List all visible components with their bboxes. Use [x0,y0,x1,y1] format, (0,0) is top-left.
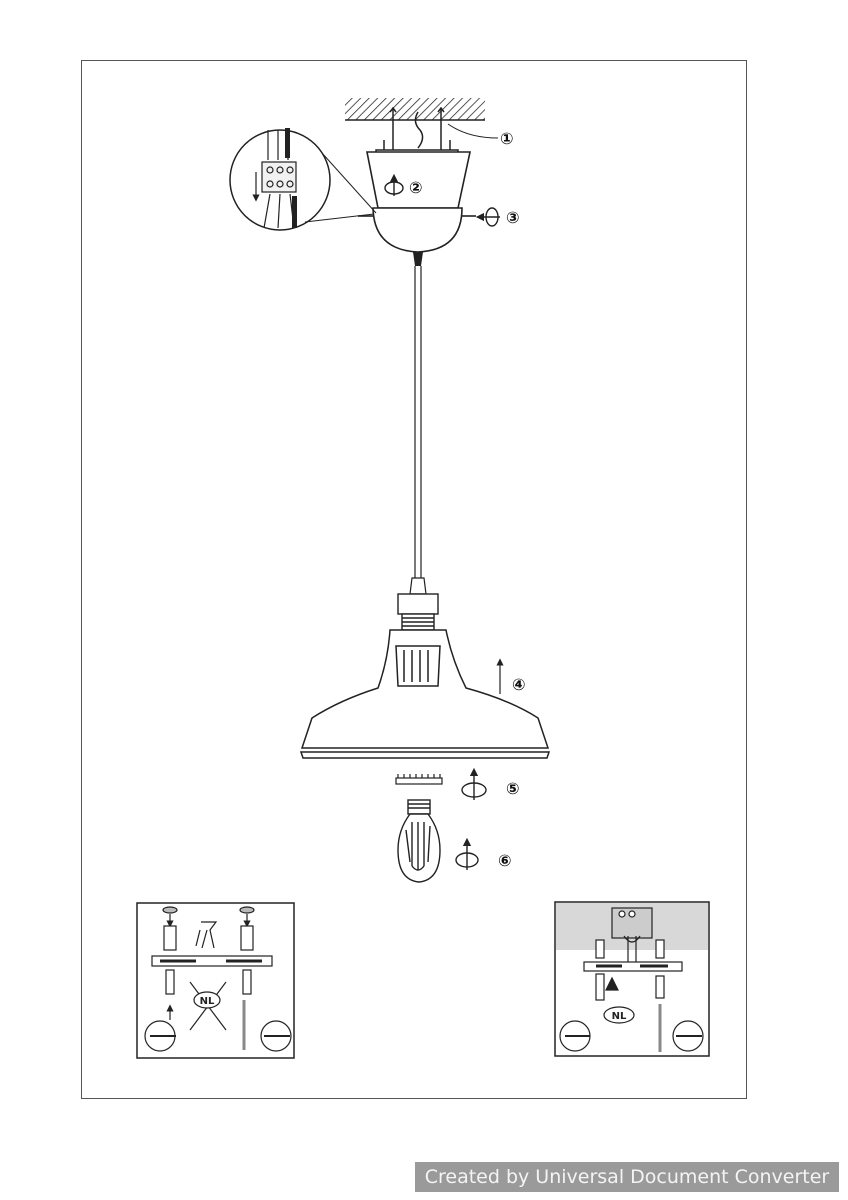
step-4-marker: ④ [512,675,526,694]
rotate-icon-step-5 [461,767,487,800]
detail-panel-left: NL [136,902,295,1059]
step-2-marker: ② [409,178,423,197]
step-1-marker: ① [500,129,514,148]
step-5-marker: ⑤ [506,779,520,798]
lamp-shade [299,629,551,759]
rotate-icon-step-6 [455,837,479,870]
rotate-icon-step-3 [475,207,500,227]
nl-badge-right: NL [612,1011,627,1022]
edison-bulb [397,799,441,883]
lamp-holder [397,593,439,631]
step-6-marker: ⑥ [498,851,512,870]
terminal-block-detail [229,128,377,231]
page-frame [81,60,747,1099]
canopy [358,151,476,253]
rotate-icon-step-2 [384,173,404,196]
ceiling [345,98,485,121]
nl-badge-left: NL [200,996,215,1007]
step-3-marker: ③ [506,208,520,227]
converter-watermark: Created by Universal Document Converter [415,1162,839,1192]
suspension-cable [409,252,427,595]
shade-ring [395,774,443,785]
leader-line-1 [447,123,499,139]
detail-panel-right: NL [554,901,710,1057]
